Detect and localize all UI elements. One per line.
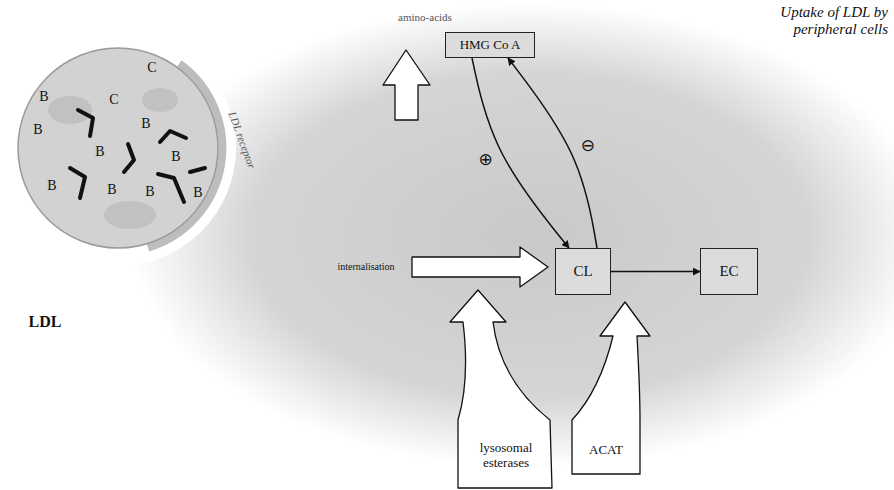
component-letter: B xyxy=(145,184,154,200)
regulation-sign: ⊖ xyxy=(581,136,595,156)
membrane-pit xyxy=(0,30,236,266)
annotation-label: amino-acids xyxy=(398,11,452,24)
component-letter: B xyxy=(39,89,48,105)
component-letter: C xyxy=(147,60,156,76)
block-arrow xyxy=(450,290,552,488)
component-letter: B xyxy=(33,122,42,138)
apoprotein-strand xyxy=(190,168,205,172)
component-letter: B xyxy=(141,116,150,132)
particle-patch xyxy=(104,201,156,229)
apoprotein-strand xyxy=(158,174,184,202)
apoprotein-strand xyxy=(78,110,93,136)
block-arrow xyxy=(572,302,650,474)
annotation-label: LDL xyxy=(29,313,62,331)
particle-patch xyxy=(48,96,92,124)
box-label: EC xyxy=(719,263,738,280)
regulation-sign: ⊕ xyxy=(479,151,493,171)
ldl-particle xyxy=(18,48,218,248)
apoprotein-strand xyxy=(160,131,186,142)
process-box: EC xyxy=(700,248,758,295)
connector-arrow xyxy=(472,58,569,248)
block-arrow xyxy=(383,50,430,120)
box-label: CL xyxy=(573,263,592,280)
connector-arrow xyxy=(508,58,597,248)
annotation-label: internalisation xyxy=(337,261,394,273)
component-letter: C xyxy=(109,92,118,108)
component-letter: B xyxy=(171,149,180,165)
apoprotein-strand xyxy=(124,144,134,172)
connector-arrow xyxy=(611,271,700,273)
particle-patch xyxy=(142,88,178,112)
annotation-label: lysosomal esterases xyxy=(462,441,550,471)
annotation-label: ACAT xyxy=(589,443,623,458)
box-label: HMG Co A xyxy=(460,37,521,53)
block-arrow xyxy=(412,247,548,287)
process-box: CL xyxy=(555,248,611,295)
component-letter: B xyxy=(95,144,104,160)
component-letter: B xyxy=(47,178,56,194)
apoprotein-strand xyxy=(70,168,85,198)
diagram-title: Uptake of LDL by peripheral cells xyxy=(738,4,888,39)
component-letter: B xyxy=(107,182,116,198)
process-box: HMG Co A xyxy=(445,32,535,58)
component-letter: B xyxy=(193,185,202,201)
